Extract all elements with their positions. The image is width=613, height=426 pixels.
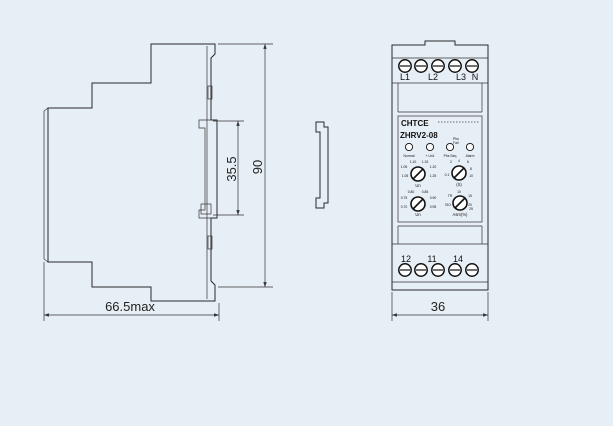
led-alarm xyxy=(465,142,475,152)
svg-text:0.70: 0.70 xyxy=(401,205,408,209)
led-label-alarm: Alarm xyxy=(466,154,475,158)
side-slot-bottom xyxy=(207,235,213,250)
front-outline xyxy=(391,40,489,291)
dim-width-label: 36 xyxy=(431,299,445,314)
svg-text:1.15: 1.15 xyxy=(422,160,429,164)
knob-delay[interactable]: 2 4 6 0.1 8 10 (S) xyxy=(445,159,473,187)
model-label: ZHRV2-08 xyxy=(400,131,438,140)
svg-text:0.75: 0.75 xyxy=(401,196,408,200)
svg-text:1.20: 1.20 xyxy=(430,165,437,169)
led-phs-seq xyxy=(445,142,455,152)
dim-depth-label: 66.5max xyxy=(105,299,155,314)
side-view xyxy=(43,43,218,302)
terminal-label-12: 12 xyxy=(401,254,411,264)
svg-text:ISO: ISO xyxy=(445,203,451,207)
brand-label: CHTCE xyxy=(401,119,429,128)
bottom-terminal-screws xyxy=(398,263,479,277)
svg-text:0.1: 0.1 xyxy=(445,173,450,177)
knob1-label: Un xyxy=(415,183,421,188)
svg-text:20: 20 xyxy=(468,203,472,207)
terminal-label-l1: L1 xyxy=(400,72,410,82)
led-tiny-label-fail: Fail xyxy=(453,141,459,145)
terminal-label-14: 14 xyxy=(453,254,463,264)
svg-text:6: 6 xyxy=(467,160,469,164)
svg-text:0.80: 0.80 xyxy=(408,190,415,194)
dim-width: 36 xyxy=(391,292,489,321)
rail-clip-notch xyxy=(198,119,211,219)
svg-text:0.85: 0.85 xyxy=(422,190,429,194)
knob-asymmetry[interactable]: 10 TR 15 ISO 20 25 Asm(%) xyxy=(445,190,473,217)
top-terminal-screws xyxy=(398,59,479,73)
dim-depth: 66.5max xyxy=(43,262,220,321)
terminal-label-n: N xyxy=(472,72,479,82)
din-rail-profile xyxy=(315,121,329,209)
terminal-label-l3: L3 xyxy=(456,72,466,82)
dim-height: 90 xyxy=(218,43,273,288)
knob-undervoltage[interactable]: 0.80 0.85 0.75 0.90 0.70 0.95 Un xyxy=(401,190,437,217)
led-label-normal: Normal xyxy=(404,154,415,158)
svg-text:2: 2 xyxy=(450,160,452,164)
svg-text:1.25: 1.25 xyxy=(430,174,437,178)
svg-text:1.05: 1.05 xyxy=(401,165,408,169)
led-normal xyxy=(404,142,414,152)
side-profile-outline xyxy=(47,43,218,302)
led-label-un: + Un1 xyxy=(425,154,434,158)
svg-text:15: 15 xyxy=(468,194,472,198)
side-shadow-line xyxy=(43,111,49,263)
svg-text:0.95: 0.95 xyxy=(430,205,437,209)
svg-text:TR: TR xyxy=(448,194,453,198)
terminal-label-11: 11 xyxy=(427,254,436,264)
svg-text:1.10: 1.10 xyxy=(410,160,417,164)
svg-text:8: 8 xyxy=(470,167,472,171)
led-un xyxy=(425,142,435,152)
dim-height-label: 90 xyxy=(250,160,265,174)
front-view: L1 L2 L3 N CHTCE ZHRV2-08 Phs Fail Norma… xyxy=(391,40,489,291)
side-slot-top xyxy=(207,85,213,100)
led-label-phs-seq: Phs Seq xyxy=(444,154,457,158)
svg-text:4: 4 xyxy=(458,159,460,163)
terminal-label-l2: L2 xyxy=(428,72,438,82)
front-face-panel xyxy=(397,115,483,223)
knob4-label: Asm(%) xyxy=(453,212,468,217)
svg-text:10: 10 xyxy=(469,174,473,178)
svg-text:25: 25 xyxy=(469,207,473,211)
knob-overvoltage[interactable]: 1.10 1.15 1.05 1.20 1.05 1.25 Un xyxy=(401,160,437,188)
led-tiny-label-phs: Phs xyxy=(453,137,459,141)
svg-text:1.05: 1.05 xyxy=(402,174,409,178)
svg-text:10: 10 xyxy=(457,190,461,194)
side-latch xyxy=(200,203,212,215)
knob3-label: Un xyxy=(415,212,421,217)
dim-rail: 35.5 xyxy=(213,120,244,216)
dim-rail-label: 35.5 xyxy=(224,156,239,181)
svg-text:0.90: 0.90 xyxy=(430,196,437,200)
knob2-label: (S) xyxy=(456,182,462,187)
